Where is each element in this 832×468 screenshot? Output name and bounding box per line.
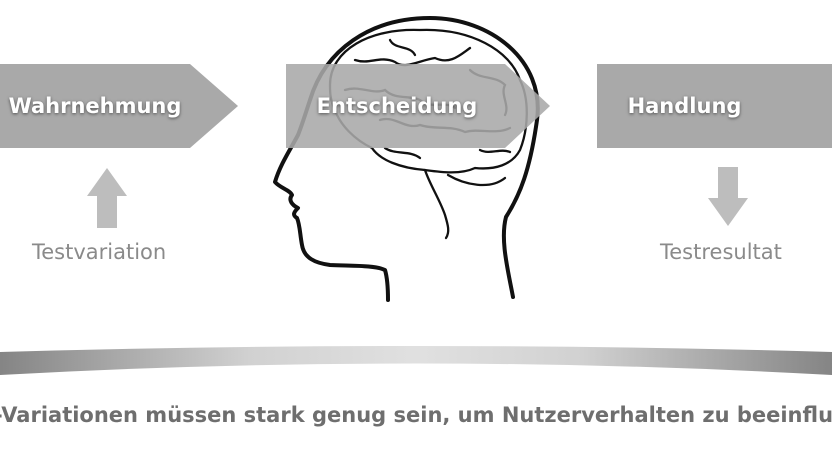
step-arrow-entscheidung <box>286 64 550 148</box>
input-label: Testvariation <box>32 240 167 264</box>
step-label-handlung: Handlung <box>627 94 742 118</box>
output-label: Testresultat <box>660 240 782 264</box>
head-silhouette-icon <box>273 16 540 302</box>
caption: -Variationen müssen stark genug sein, um… <box>0 403 832 427</box>
step-arrow-wahrnehmung <box>0 64 238 148</box>
arrow-down-icon <box>708 167 748 226</box>
arrow-up-icon <box>87 168 127 228</box>
step-label-wahrnehmung: Wahrnehmung <box>8 94 182 118</box>
step-label-entscheidung: Entscheidung <box>316 94 478 118</box>
shadow-divider <box>0 346 832 375</box>
step-arrow-handlung <box>597 64 832 148</box>
